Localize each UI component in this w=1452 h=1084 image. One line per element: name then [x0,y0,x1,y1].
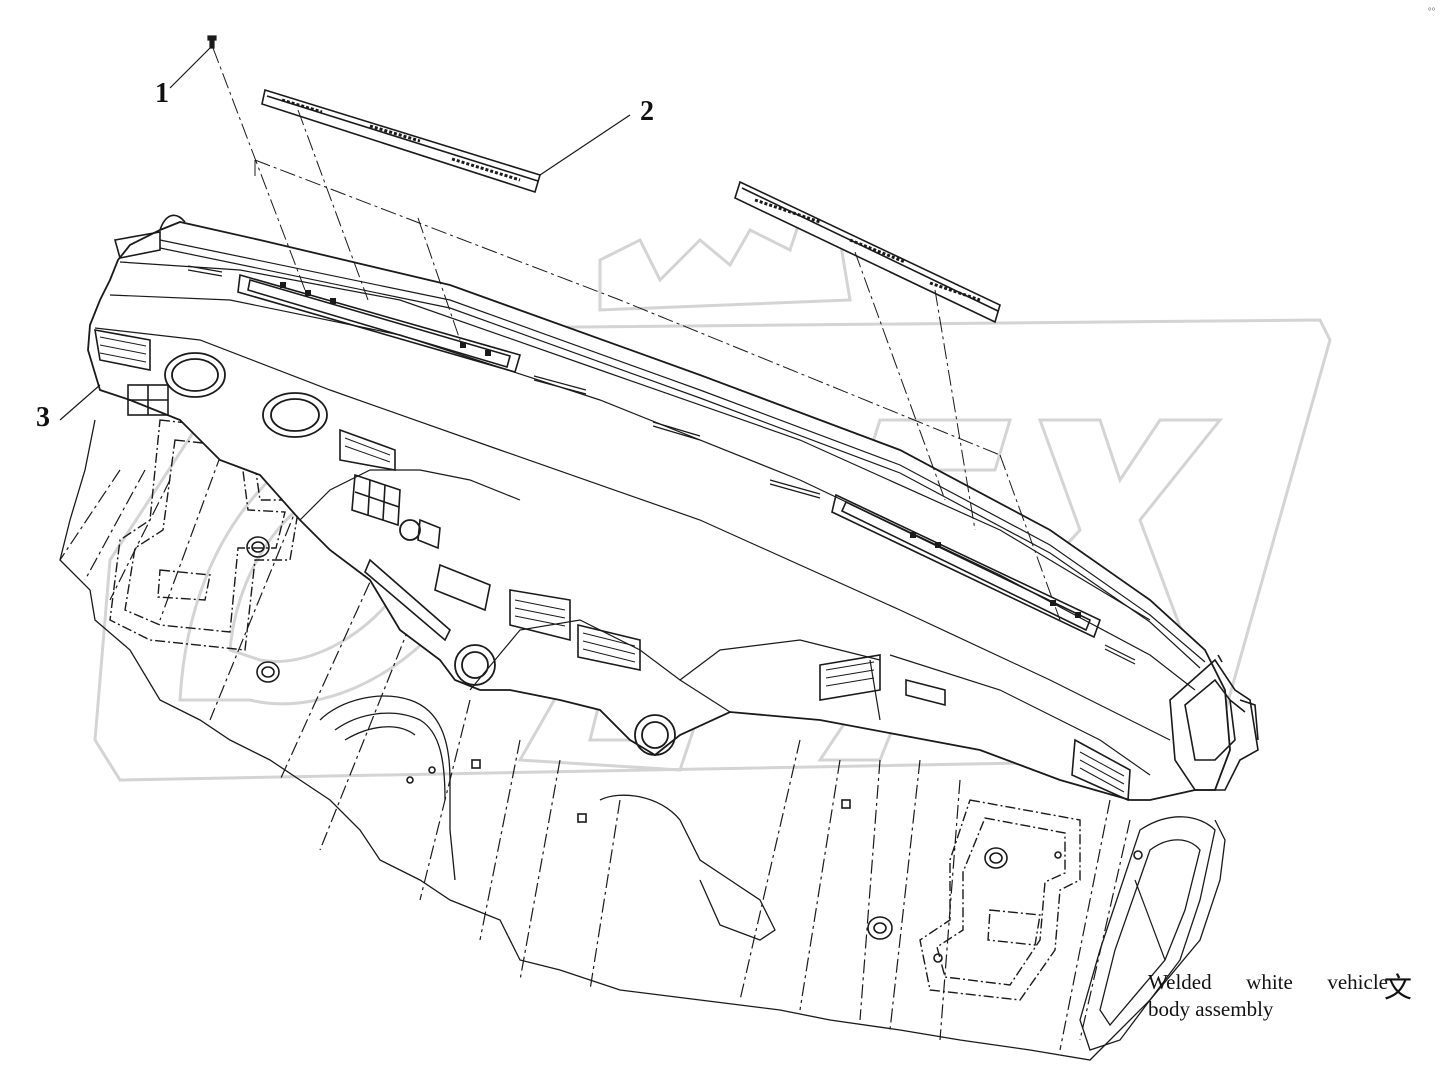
switch-panels [127,384,491,612]
floor-holes [246,536,1143,963]
floor-reinforcement-lines [59,429,1131,1051]
floor-pan-left [109,419,301,651]
callout-2: 2 [640,96,654,127]
stamp-glyph-icon: 文 [1384,971,1413,1004]
note-line-1: Welded white vehicle [1148,969,1388,996]
body-assembly-note: Welded white vehicle body assembly [1148,969,1388,1023]
note-word-1: Welded [1148,970,1212,994]
floor-pan-right [919,799,1081,1001]
note-line-2: body assembly [1148,997,1274,1021]
vent-slats [99,336,1125,793]
part-1-screw [207,35,217,49]
part-2-defroster-grille-right [734,180,1001,324]
instrument-panel-assembly [87,221,1231,801]
left-end-bracket [113,214,186,259]
corner-mark: °° [1428,6,1436,16]
right-end-bracket [1169,654,1259,791]
dashboard-buttons [280,282,1081,618]
dashboard-vents [94,273,1131,802]
callout-3: 3 [36,402,50,433]
instrument-cluster [164,352,676,756]
assembly-alignment-lines [212,47,1061,621]
callout-1: 1 [155,78,169,109]
defrost-slots [187,265,1136,665]
vehicle-body-floor [59,419,1226,1061]
note-word-3: vehicle [1327,970,1388,994]
leader-lines [59,47,1166,961]
defroster-slot-rows [281,98,981,302]
note-word-2: white [1246,970,1293,994]
